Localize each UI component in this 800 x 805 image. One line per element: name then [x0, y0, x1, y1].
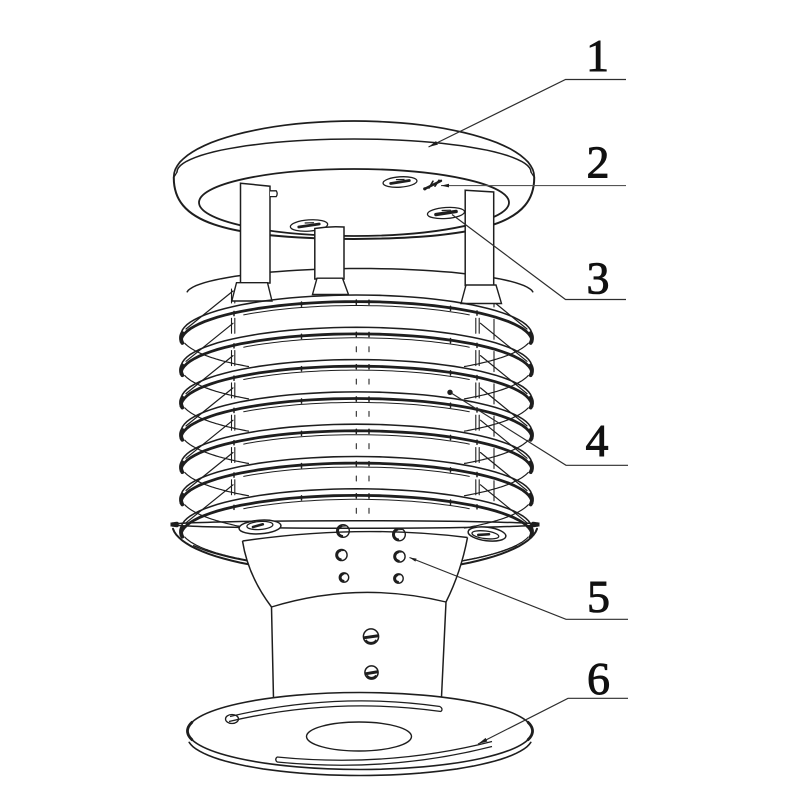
- svg-text:3: 3: [587, 253, 610, 304]
- svg-text:1: 1: [586, 30, 609, 81]
- svg-text:4: 4: [586, 415, 609, 466]
- svg-text:6: 6: [587, 653, 610, 704]
- svg-text:5: 5: [587, 571, 610, 622]
- svg-text:2: 2: [587, 137, 610, 188]
